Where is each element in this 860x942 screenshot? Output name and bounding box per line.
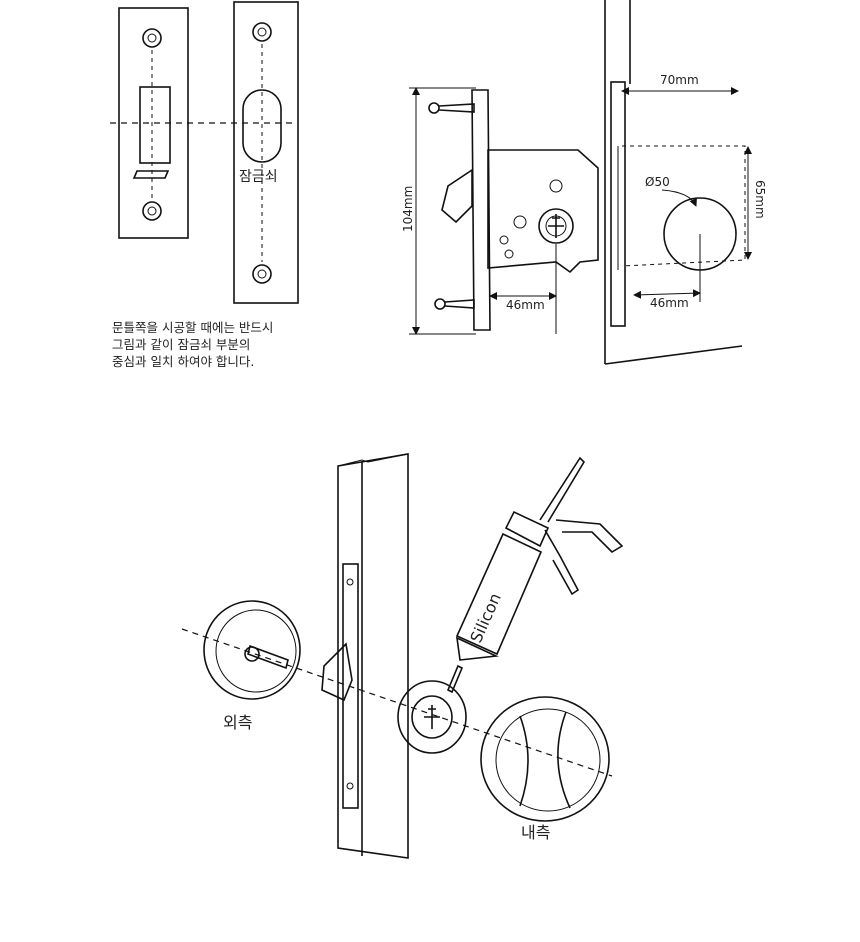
outside-rose [203,600,301,700]
height-dimension-label: 104mm [401,186,415,232]
latch-bolt-slot [139,86,171,164]
note-line: 중심과 일치 하여야 합니다. [112,354,255,369]
frame-side-plate [233,1,299,304]
screw-icon [434,298,475,310]
diameter-label: Ø50 [645,175,670,189]
cross-icon [548,214,564,238]
inside-label: 내측 [521,823,550,842]
depth-dimension-label: 70mm [660,73,699,87]
faceplate-on-door [342,563,359,809]
door-panel [337,453,409,859]
screw-hole-icon [252,264,272,284]
screw-icon [428,102,475,114]
assembly-axis [181,628,613,777]
silicon-gun-icon: Silicon [446,456,624,694]
silicon-label: Silicon [466,590,505,645]
latch-hole-label: 잠금쇠 [239,169,278,185]
cross-icon [424,705,440,729]
faceplate [471,89,491,331]
screw-hole-icon [142,28,162,48]
note-line: 그림과 같이 잠금쇠 부분의 [112,337,251,352]
outside-label: 외측 [223,713,252,732]
latch-bolt [441,168,473,224]
lock-body [487,149,599,274]
backset-right-dimension-label: 46mm [650,296,689,310]
strike-plate-diagram: 잠금쇠 [110,1,299,304]
latch-on-door [321,642,353,702]
backset-dimension-label: 46mm [506,298,545,312]
strike-hole [242,89,282,163]
screw-hole-icon [142,201,162,221]
spindle-rose [397,680,467,754]
door-bore-diagram: 70mm 65mm Ø50 46mm [604,0,767,365]
height-65-dimension-label: 65mm [753,180,767,219]
spindle-hub [538,208,574,244]
mortise-lock-diagram: 104mm 46mm [401,87,599,335]
inside-flush-pull [480,696,610,822]
backset-right-dimension [633,289,701,299]
installation-note: 문틀쪽을 시공할 때에는 반드시 그림과 같이 잠금쇠 부분의 중심과 일치 하… [112,319,352,370]
screw-hole-icon [252,22,272,42]
mortise-cut [610,81,626,327]
assembly-diagram: 외측 내측 Silicon [181,453,624,859]
note-line: 문틀쪽을 시공할 때에는 반드시 [112,320,274,335]
